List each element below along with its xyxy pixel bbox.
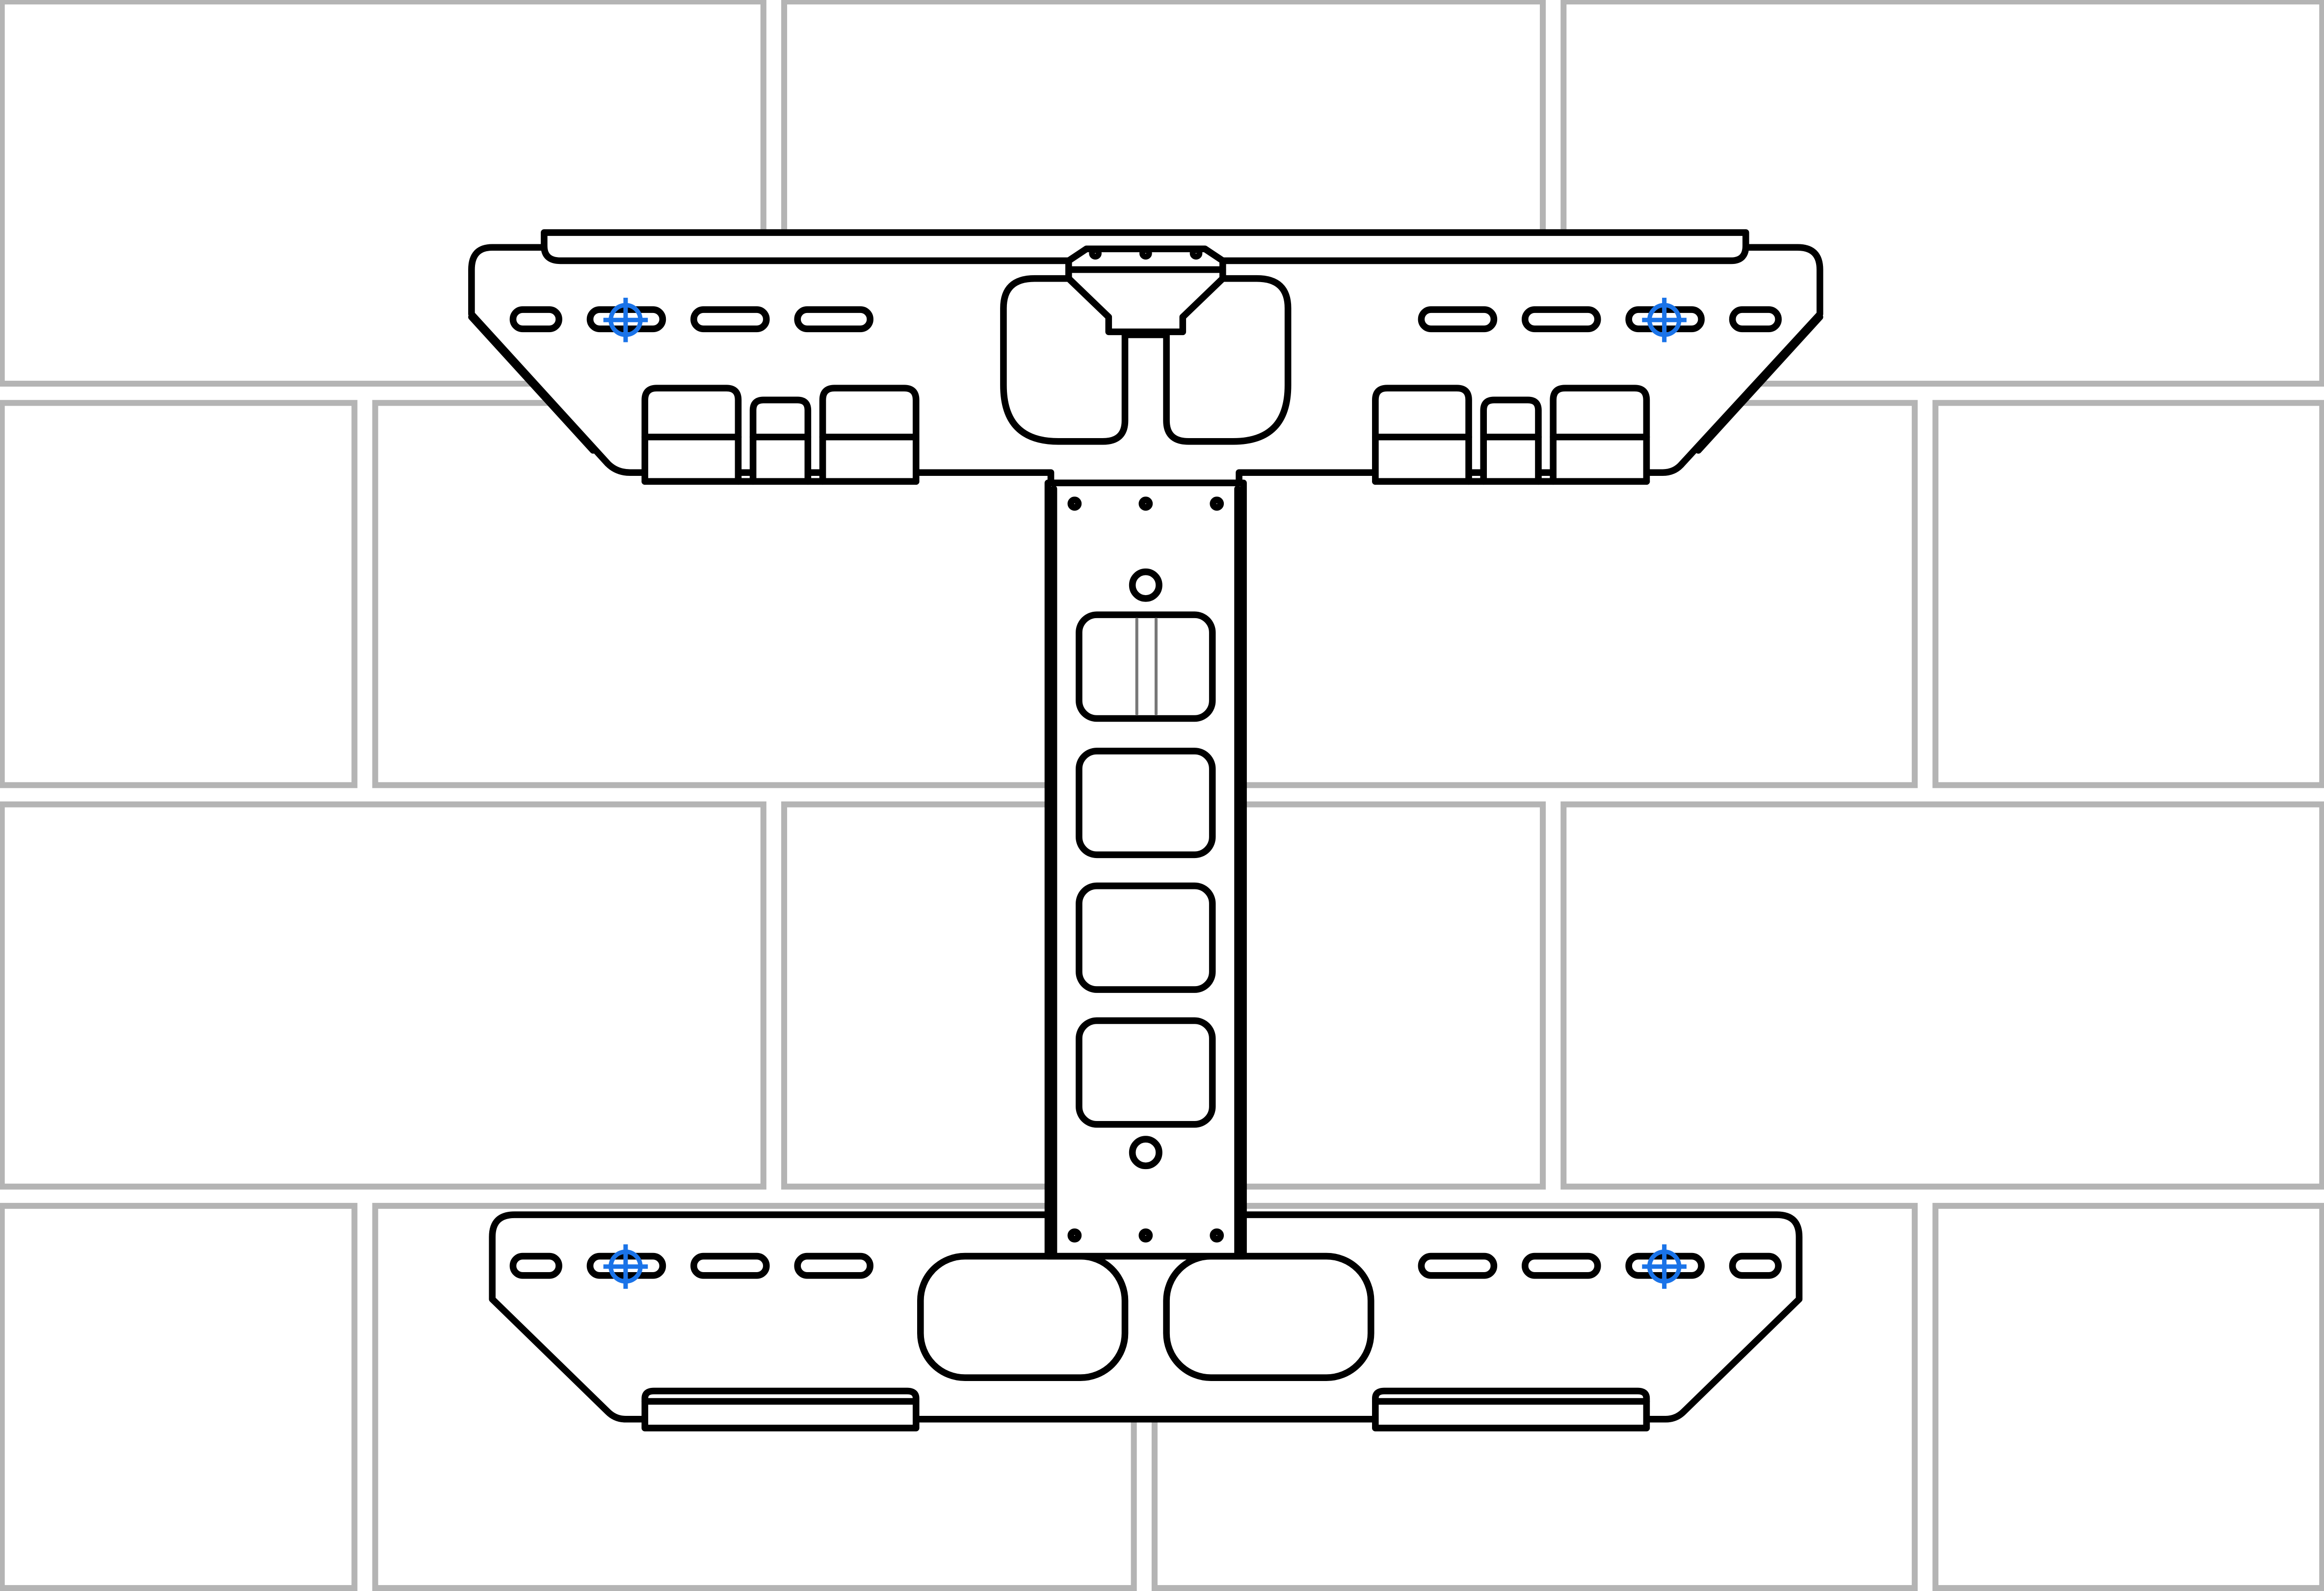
bent-tab <box>1480 396 1542 485</box>
mounting-slot <box>1418 306 1498 333</box>
brick <box>1932 400 2324 788</box>
left-bevel-edge <box>468 313 597 454</box>
mounting-slot <box>690 1252 770 1279</box>
round-hole <box>1129 1136 1162 1170</box>
brick <box>0 1202 358 1591</box>
mounting-slot <box>1521 1252 1601 1279</box>
bottom-lip <box>641 1387 920 1432</box>
screw-hole <box>1210 496 1224 511</box>
large-cutout <box>917 1252 1129 1381</box>
crosshair-icon <box>1642 297 1687 342</box>
square-cutout <box>1076 882 1216 993</box>
crosshair-icon <box>603 297 648 342</box>
bottom-lip <box>1372 1387 1650 1432</box>
mounting-slot <box>1418 1252 1498 1279</box>
bent-tab <box>749 396 812 485</box>
mounting-slot <box>509 1252 562 1279</box>
brick <box>1560 801 2324 1190</box>
round-hole <box>1129 568 1162 602</box>
large-cutout <box>1163 1252 1374 1381</box>
mounting-slot <box>794 306 873 333</box>
square-cutout <box>1076 611 1216 722</box>
screw-hole <box>1210 1228 1224 1243</box>
mounting-slot <box>794 1252 873 1279</box>
crosshair-icon <box>1642 1244 1687 1289</box>
square-cutout <box>1076 748 1216 859</box>
screw-hole <box>1138 1228 1153 1243</box>
bracket-bottom-plate <box>489 1211 1803 1432</box>
mounting-slot <box>1729 306 1782 333</box>
brick <box>0 801 766 1190</box>
brick <box>1932 1202 2324 1591</box>
mounting-slot <box>1729 1252 1782 1279</box>
screw-hole <box>1138 496 1153 511</box>
screw-hole <box>1067 496 1082 511</box>
brick <box>1560 0 2324 387</box>
crosshair-icon <box>603 1244 648 1289</box>
right-bevel-edge <box>1695 313 1823 454</box>
brick <box>0 0 766 387</box>
screw-hole <box>1189 247 1203 260</box>
brick <box>0 400 358 788</box>
screw-hole <box>1089 247 1102 260</box>
mounting-slot <box>509 306 562 333</box>
square-cutout <box>1076 1017 1216 1128</box>
screw-hole <box>1139 247 1152 260</box>
cutout-groove <box>1135 618 1158 716</box>
mounting-slot <box>1521 306 1601 333</box>
bracket-top-plate <box>468 229 1823 487</box>
bracket-vertical-spine <box>1044 479 1247 1260</box>
anchor-markers <box>603 297 1687 1289</box>
screw-hole <box>1067 1228 1082 1243</box>
mounting-slot <box>690 306 770 333</box>
